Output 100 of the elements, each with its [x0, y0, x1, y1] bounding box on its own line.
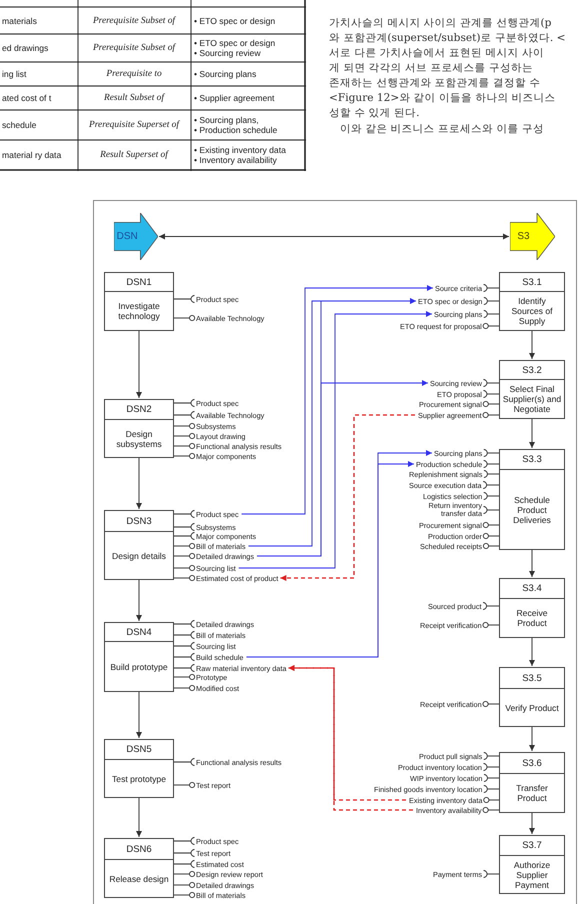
message-name: ed drawings — [2, 43, 48, 53]
arrow — [529, 550, 535, 578]
port-connector — [483, 506, 500, 514]
box-header: S3.4 — [500, 579, 564, 599]
port-connector — [483, 796, 500, 804]
port-connector — [174, 892, 196, 898]
arrow — [136, 692, 142, 738]
port-connector — [174, 574, 196, 582]
box-header: DSN3 — [105, 511, 173, 532]
port-connector — [483, 785, 500, 793]
port-connector — [174, 295, 195, 303]
message-item: • Sourcing plans, — [194, 115, 259, 125]
port-connector — [174, 442, 196, 450]
message-name: schedule — [2, 120, 36, 130]
port-connector — [174, 642, 195, 650]
process-title: Transfer Product — [515, 783, 549, 803]
port-connector — [174, 422, 196, 430]
port-connector — [483, 310, 500, 318]
message-item: • Sourcing plans — [194, 69, 256, 79]
arrow — [529, 330, 535, 360]
process-title: Design subsystems — [115, 428, 163, 448]
message-item: • Inventory availability — [194, 155, 277, 165]
arrow — [238, 311, 432, 568]
port-connector — [174, 564, 196, 572]
arrow-label: DSN — [116, 230, 139, 242]
message-name: material ry data — [2, 150, 62, 160]
port-connector — [174, 523, 195, 531]
process-box — [499, 449, 565, 550]
arrow — [136, 580, 142, 622]
port-connector — [482, 481, 500, 489]
arrow — [529, 638, 535, 666]
port-connector — [483, 449, 500, 457]
process-title: Release design — [108, 874, 170, 884]
arrow — [136, 458, 142, 510]
port-connector — [174, 432, 196, 440]
port-connector — [174, 653, 195, 661]
message-item: • ETO spec or design — [194, 16, 276, 26]
message-name: ated cost of t — [2, 93, 52, 103]
port-connector — [174, 399, 195, 407]
message-item: • Production schedule — [194, 125, 278, 135]
message-item: • ETO spec or design — [194, 38, 276, 48]
body-text-line: <Figure 12>와 같이 이들을 하나의 비즈니스 — [329, 91, 556, 105]
box-header: S3.5 — [500, 668, 564, 689]
process-title: Investigate technology — [117, 301, 161, 321]
port-connector — [482, 806, 500, 814]
relation-type: Prerequisite Subset of — [92, 16, 176, 26]
port-connector — [482, 390, 500, 398]
port-connector — [482, 542, 500, 550]
dashed-arrow — [280, 414, 415, 581]
process-box — [104, 838, 174, 898]
process-box — [104, 510, 174, 580]
box-header: S3.1 — [500, 273, 564, 292]
message-name: materials — [2, 16, 37, 26]
port-connector — [174, 782, 196, 788]
port-connector — [174, 620, 195, 628]
message-name: ing list — [2, 69, 26, 79]
arrow — [529, 812, 535, 834]
port-connector — [174, 837, 195, 845]
port-connector — [483, 492, 500, 500]
message-item: • Sourcing review — [194, 48, 261, 58]
relation-type: Prerequisite Subset of — [92, 43, 176, 53]
relation-type: Result Subset of — [104, 93, 164, 103]
port-connector — [174, 411, 195, 419]
process-title: Design details — [111, 550, 167, 560]
port-connector — [174, 510, 195, 518]
port-connector — [174, 631, 195, 639]
box-header: S3.6 — [500, 753, 564, 774]
port-connector — [483, 752, 500, 760]
arrow — [136, 798, 142, 838]
port-connector — [174, 542, 196, 550]
arrow — [136, 330, 142, 398]
arrow — [256, 380, 428, 556]
double-arrow — [158, 234, 510, 240]
process-box — [499, 360, 565, 419]
port-connector — [174, 664, 195, 672]
port-connector — [482, 322, 500, 330]
body-text-line: 와 포함관계(superset/subset)로 구분하였다. < — [329, 31, 566, 45]
process-box — [104, 272, 174, 331]
port-connector — [174, 882, 196, 888]
port-connector — [174, 452, 196, 460]
port-connector — [482, 400, 500, 408]
box-header: S3.3 — [500, 450, 564, 470]
process-box — [499, 272, 565, 331]
arrow — [529, 726, 535, 752]
port-connector — [174, 758, 195, 766]
port-connector — [174, 684, 196, 692]
box-header: DSN5 — [105, 740, 173, 760]
body-text-line: 게 되면 각각의 서브 프로세스를 구성하는 — [329, 61, 533, 75]
body-text-line: 이와 같은 비즈니스 프로세스와 이를 구성 — [340, 122, 544, 136]
box-header: DSN2 — [105, 400, 173, 420]
relation-type: Prerequisite Superset of — [89, 120, 179, 130]
relation-type: Result Superset of — [100, 150, 168, 160]
process-title: Select Final Supplier(s) and Negotiate — [502, 384, 562, 414]
process-title: Receive Product — [515, 608, 549, 628]
process-box — [104, 399, 174, 458]
port-connector — [174, 849, 195, 857]
port-connector — [482, 700, 500, 708]
box-header: S3.7 — [500, 836, 564, 856]
arrow-label: S3 — [516, 230, 531, 242]
process-box — [104, 622, 174, 692]
